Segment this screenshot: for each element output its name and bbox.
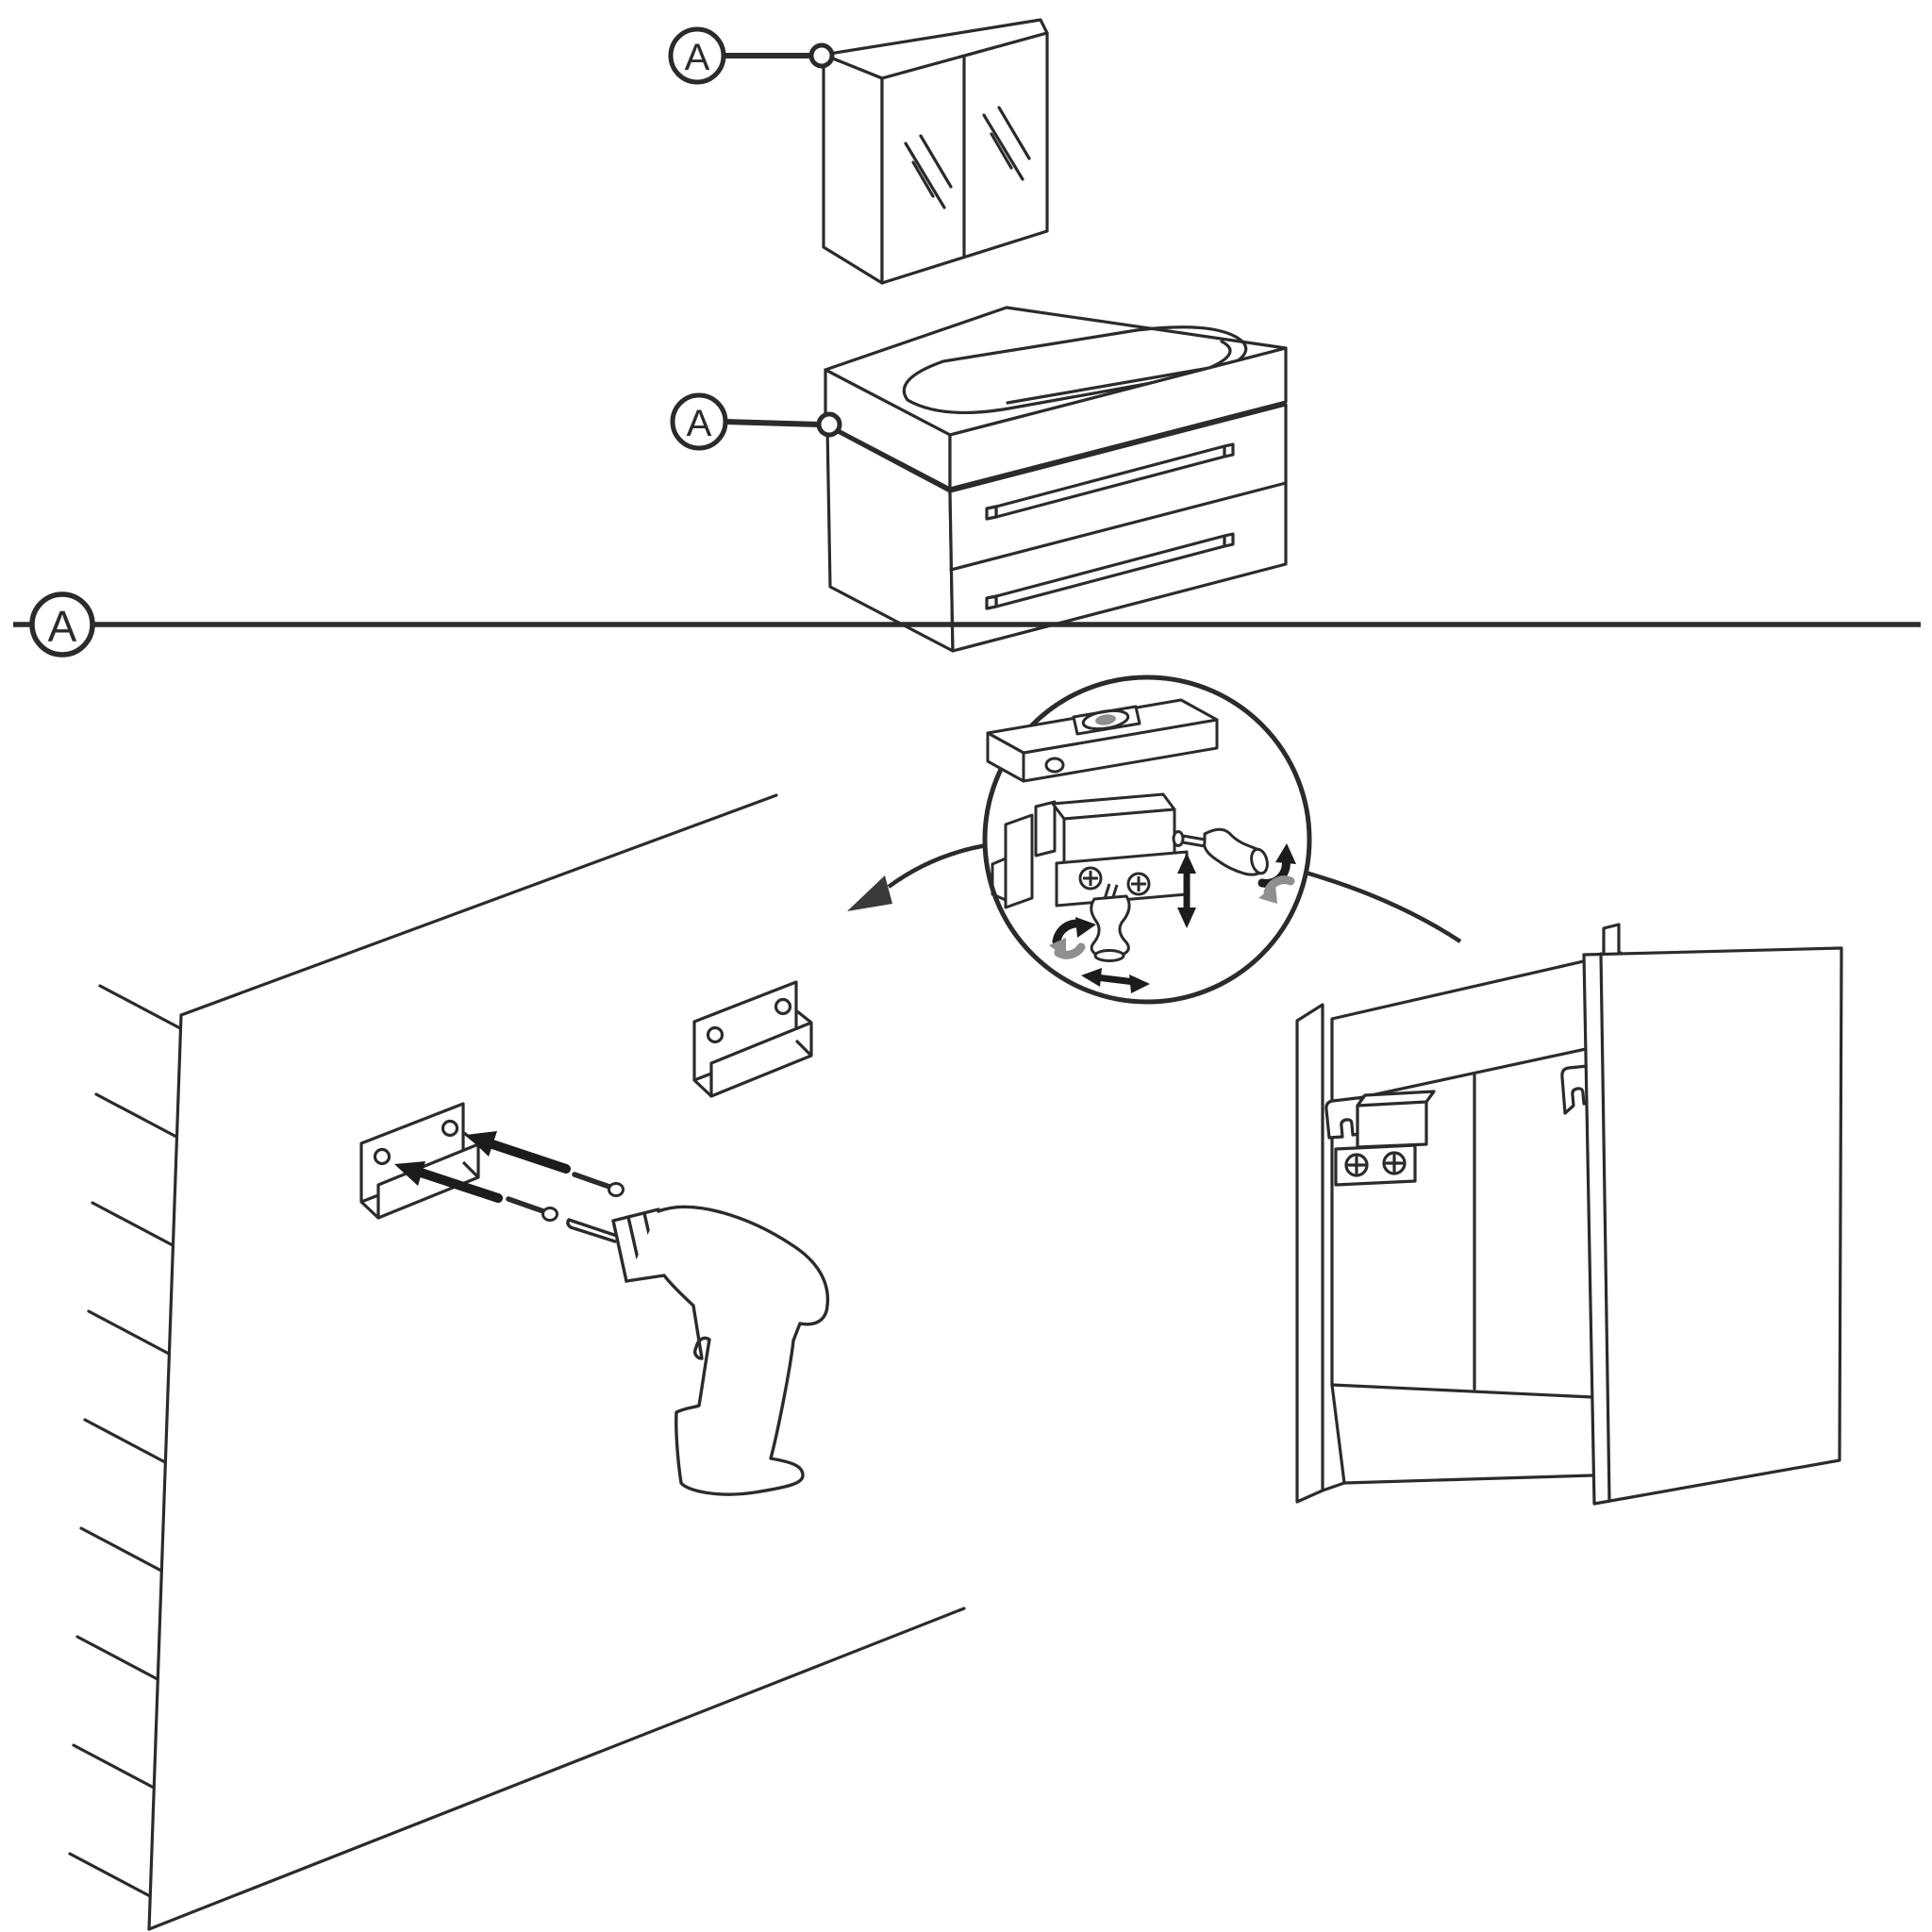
callout-a-top: A [668, 26, 835, 85]
drill [566, 1205, 830, 1496]
drawer-handle-lower [985, 532, 1235, 610]
wall-bottom-edge [147, 1607, 966, 1931]
wall-hatching [68, 984, 182, 1898]
drill-body [625, 1205, 830, 1496]
rail-tab [1602, 923, 1621, 960]
section-divider: A [13, 591, 1921, 658]
phillips-screw [1382, 1151, 1407, 1175]
drawer-handle-upper [985, 442, 1235, 521]
detail-pointer-right [1305, 870, 1462, 943]
drill-bit [566, 1218, 619, 1243]
cabinet-right-panel [1582, 946, 1843, 1506]
label-circle [670, 392, 728, 451]
screwdriver-bottom [1090, 883, 1131, 962]
hanger-box-left [1356, 1090, 1436, 1149]
wall-rail-right [692, 980, 813, 1098]
rotate-arrows-bottom [1049, 917, 1096, 959]
spirit-level [986, 698, 1219, 783]
phillips-screw [1344, 1153, 1369, 1177]
screw-upper [572, 1172, 625, 1197]
phillips-screw [1126, 872, 1151, 896]
vanity-cabinet [824, 306, 1288, 653]
label-a-top-text: A [685, 37, 710, 78]
wall-left-edge [147, 1013, 183, 1931]
section-marker-circle [29, 591, 95, 658]
detail-pointer-left [847, 842, 988, 911]
screw-direction-arrows [394, 1131, 571, 1203]
right-panel-edge-line [1599, 952, 1611, 1503]
cabinet-left-panel [1295, 1003, 1324, 1504]
screw-lower [506, 1196, 558, 1222]
detail-circle [982, 675, 1312, 1005]
label-a-mid-text: A [687, 403, 712, 444]
rotate-arrows-side [1257, 843, 1296, 904]
rail-cross-section [991, 800, 1057, 909]
vertical-adjust-arrow [1177, 853, 1196, 928]
callout-a-mid: A [670, 392, 842, 451]
wall [68, 793, 966, 1931]
leader-dot [816, 411, 842, 438]
leader-dot [808, 42, 835, 69]
wall-top-edge [179, 793, 778, 1017]
mirror-shine-left [904, 134, 953, 209]
horizontal-adjust-arrow [1081, 968, 1150, 993]
mounting-screws [506, 1172, 625, 1222]
mirror-cabinet [822, 18, 1049, 285]
cabinet-shelf-edge [1330, 1383, 1594, 1399]
mirror-shine-right [982, 106, 1031, 181]
pointer-arrowhead [847, 875, 892, 911]
wall-rail-left [359, 1102, 480, 1220]
section-marker-text: A [48, 602, 77, 651]
hanger-bracket [1051, 792, 1189, 908]
screwdriver-side [1172, 827, 1269, 876]
label-circle [668, 26, 726, 85]
phillips-screw [1078, 866, 1103, 891]
cabinet-rear [1295, 923, 1843, 1506]
